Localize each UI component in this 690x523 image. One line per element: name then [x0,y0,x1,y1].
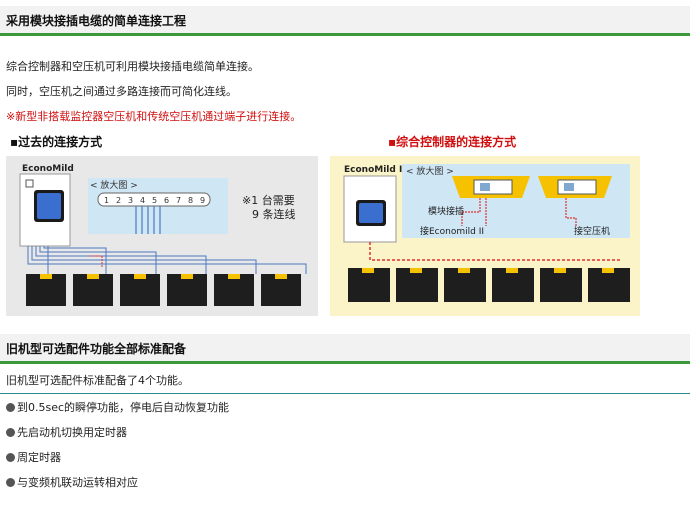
feature-text: 与变频机联动运转相对应 [17,476,138,489]
wire-count-note: 9 条连线 [252,207,296,221]
paragraph: 同时，空压机之间通过多路连接而可简化连线。 [6,85,237,98]
compressor-unit [261,274,301,306]
legacy-wiring [27,246,307,274]
compressor-unit [492,268,534,302]
compressor-unit [214,274,254,306]
zoom-label: < 放大图 > [406,165,454,177]
integrated-connection-diagram: EconoMild II < 放大图 > 模块接插 接Economild II … [330,156,640,316]
terminal-number: 5 [152,196,157,205]
paragraph: 旧机型可选配件标准配备了4个功能。 [6,374,189,387]
highlight-cable [90,255,103,268]
section-title: 旧机型可选配件功能全部标准配备 [6,342,187,356]
terminal-number: 9 [200,196,205,205]
legacy-connection-diagram: EconoMild < 放大图 > 1 2 3 4 5 6 7 8 9 ※1 台… [6,156,318,316]
compressor-unit [588,268,630,302]
terminal-number: 1 [104,196,109,205]
compressor-unit [396,268,438,302]
bullet-icon [6,403,15,412]
bullet-icon [6,453,15,462]
terminal-number: 4 [140,196,145,205]
indicator-icon [25,179,34,188]
terminal-numbers: 1 2 3 4 5 6 7 8 9 [104,196,205,205]
screen-display [359,203,383,223]
zoom-label: < 放大图 > [90,179,138,191]
feature-item: 到0.5sec的瞬停功能，停电后自动恢复功能 [6,399,229,415]
wire-count-note: ※1 台需要 [242,193,295,207]
connector-port [473,179,513,195]
daisy-chain-cable [369,242,620,261]
feature-text: 到0.5sec的瞬停功能，停电后自动恢复功能 [17,401,230,414]
compressor-unit [120,274,160,306]
divider [0,393,690,394]
module-cables [461,198,577,226]
zoom-wires [135,206,161,234]
econo-connect-label: 接Economild II [420,225,484,237]
compressor-units [348,268,630,302]
section-title: 采用模块接插电缆的简单连接工程 [6,14,187,28]
terminal-number: 2 [116,196,121,205]
left-figure-title: ▪过去的连接方式 [10,135,103,149]
screen-display [37,193,61,219]
compressor-unit [348,268,390,302]
compressor-unit [73,274,113,306]
feature-item: 先启动机切换用定时器 [6,424,127,440]
feature-item: 周定时器 [6,449,61,465]
compressor-unit [540,268,582,302]
terminal-number: 3 [128,196,133,205]
section-header-connection: 采用模块接插电缆的简单连接工程 [0,6,690,36]
compressor-units [26,274,301,306]
right-figure-title: ▪综合控制器的连接方式 [388,135,517,149]
compressor-connect-label: 接空压机 [574,225,610,237]
module-plug-label: 模块接插 [428,205,464,217]
compressor-unit [167,274,207,306]
feature-text: 先启动机切换用定时器 [17,426,127,439]
terminal-number: 8 [188,196,193,205]
compressor-unit [26,274,66,306]
compressor-unit [444,268,486,302]
device-label: EconoMild II [344,165,406,175]
bullet-icon [6,428,15,437]
feature-item: 与变频机联动运转相对应 [6,474,138,490]
paragraph: 综合控制器和空压机可利用模块接插电缆简单连接。 [6,60,259,73]
device-label: EconoMild [22,164,74,174]
feature-text: 周定时器 [17,451,61,464]
connector-port [557,179,597,195]
note-text: ※新型非搭载监控器空压机和传统空压机通过端子进行连接。 [6,110,302,123]
bullet-icon [6,478,15,487]
terminal-number: 7 [176,196,181,205]
terminal-number: 6 [164,196,169,205]
section-header-standard-features: 旧机型可选配件功能全部标准配备 [0,334,690,364]
